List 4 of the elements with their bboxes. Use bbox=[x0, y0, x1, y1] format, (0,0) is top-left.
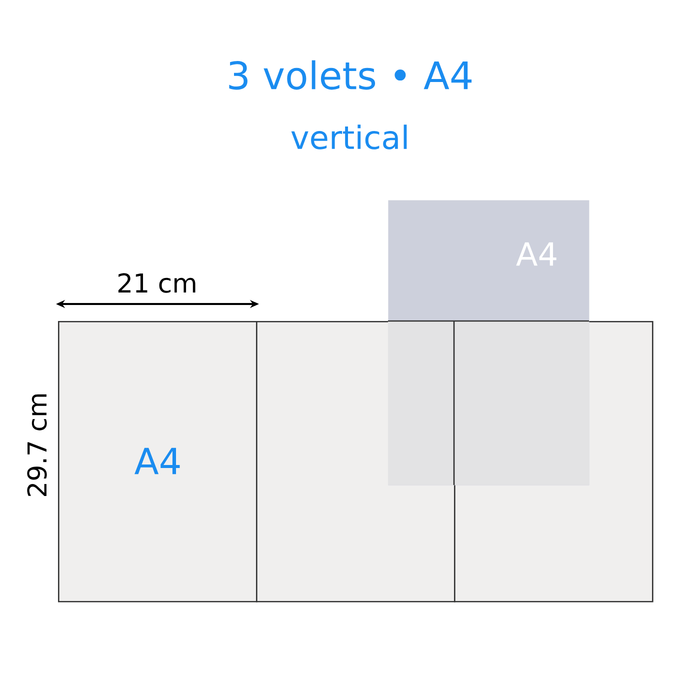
title: 3 volets • A4 bbox=[229, 60, 472, 90]
dimension-label: 21 cm bbox=[118, 273, 196, 293]
subtitle: vertical bbox=[291, 124, 407, 150]
panel: A4 bbox=[58, 321, 258, 602]
